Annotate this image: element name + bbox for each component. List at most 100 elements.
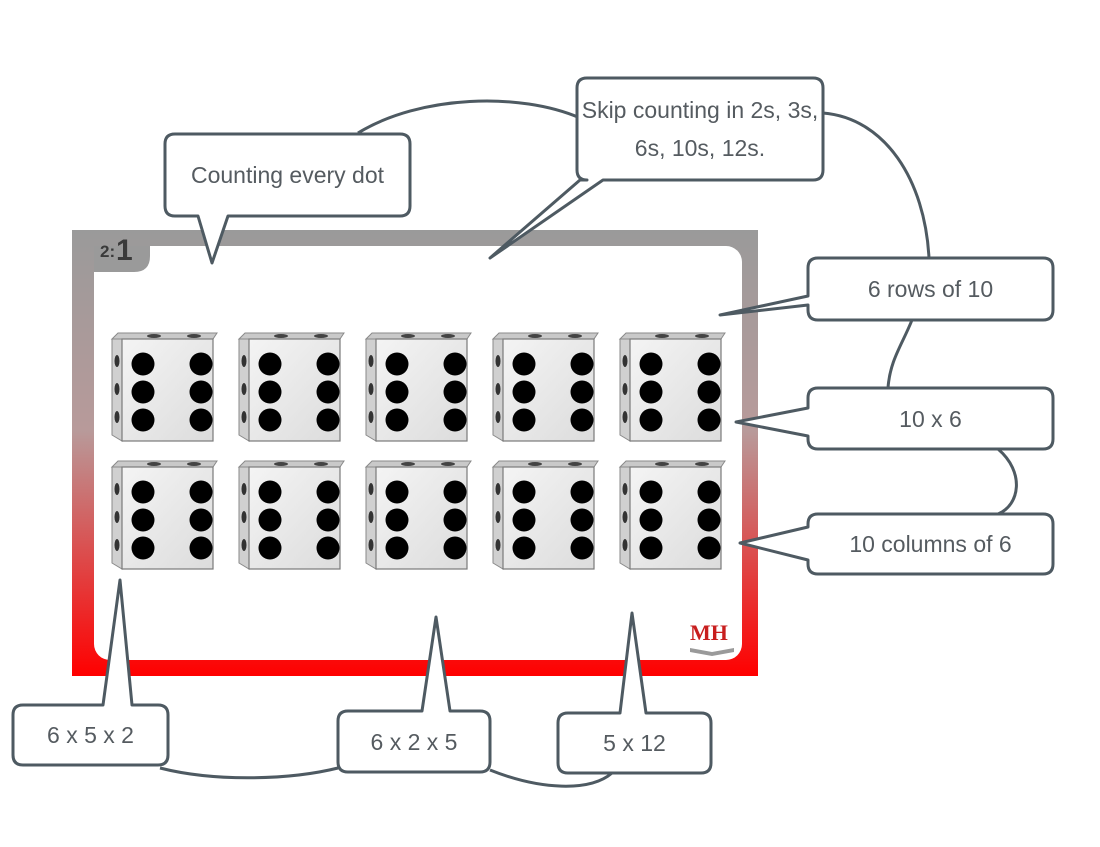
die-pip (570, 536, 594, 560)
connector-lines (159, 99, 1018, 788)
die-pip (189, 408, 213, 432)
die-pip (639, 352, 663, 376)
die-top-bevel (491, 332, 599, 340)
die-top-bevel (237, 332, 345, 340)
dice-board (72, 230, 758, 676)
die-pip (258, 408, 282, 432)
die-top-bevel (110, 332, 218, 340)
die-pip (639, 380, 663, 404)
die-top-pip (401, 334, 415, 338)
die-top-pip (147, 462, 161, 466)
die-side-pip (114, 539, 120, 551)
die-pip (385, 536, 409, 560)
die-pip (443, 380, 467, 404)
ratio-badge-right: 1 (116, 234, 133, 267)
connector-mid-to-right (489, 768, 613, 788)
die-top-pip (695, 462, 709, 466)
die-pip (697, 480, 721, 504)
die-pip (697, 380, 721, 404)
die-pip (189, 508, 213, 532)
die-pip (697, 408, 721, 432)
die-pip (570, 380, 594, 404)
die-side-pip (368, 383, 374, 395)
die (491, 332, 599, 442)
die-pip (131, 380, 155, 404)
die-pip (189, 380, 213, 404)
die-side-pip (495, 355, 501, 367)
die-pip (639, 480, 663, 504)
die-top-bevel (618, 460, 726, 468)
die-top-pip (147, 334, 161, 338)
die-pip (385, 408, 409, 432)
die-pip (131, 480, 155, 504)
connector-mult-to-columns (997, 447, 1018, 516)
die-pip (316, 408, 340, 432)
die-pip (570, 352, 594, 376)
die-side-pip (495, 383, 501, 395)
die-pip (189, 536, 213, 560)
callout-left-bottom-shape (11, 578, 170, 767)
die (110, 332, 218, 442)
logo-text: MH (690, 620, 728, 645)
connector-left-to-mid (159, 766, 339, 780)
die-top-pip (314, 334, 328, 338)
die-pip (385, 508, 409, 532)
die (618, 460, 726, 570)
die-pip (385, 480, 409, 504)
die-pip (189, 352, 213, 376)
die-pip (258, 352, 282, 376)
die (491, 460, 599, 570)
die-side-pip (495, 411, 501, 423)
die-pip (512, 508, 536, 532)
die-pip (258, 480, 282, 504)
callout-mid-bottom-shape (336, 615, 492, 774)
die-top-pip (528, 334, 542, 338)
die-side-pip (241, 539, 247, 551)
die-side-pip (622, 539, 628, 551)
die-pip (512, 536, 536, 560)
die (364, 332, 472, 442)
callout-shapes (11, 76, 1055, 775)
die-pip (316, 352, 340, 376)
die-top-pip (401, 462, 415, 466)
die-side-pip (622, 383, 628, 395)
die-pip (131, 352, 155, 376)
die-side-pip (241, 383, 247, 395)
die (364, 460, 472, 570)
callout-skip-shape (488, 76, 825, 260)
die-top-pip (655, 462, 669, 466)
die-side-pip (622, 411, 628, 423)
logo-wing-icon (690, 648, 734, 656)
die-pip (385, 380, 409, 404)
die-top-pip (274, 462, 288, 466)
connector-counting-to-skip (357, 99, 581, 135)
die-pip (639, 508, 663, 532)
die-side-pip (495, 483, 501, 495)
die-top-pip (187, 334, 201, 338)
die-side-pip (622, 355, 628, 367)
die (110, 460, 218, 570)
die-side-pip (368, 411, 374, 423)
die-side-pip (368, 355, 374, 367)
die-pip (512, 352, 536, 376)
mh-logo: MH (690, 620, 734, 656)
die-pip (131, 408, 155, 432)
die-pip (512, 408, 536, 432)
callout-mult-shape (734, 386, 1055, 451)
callout-right-bottom-shape (556, 611, 713, 775)
connector-skip-to-rows (822, 111, 931, 259)
die-side-pip (114, 383, 120, 395)
callout-rows-shape (718, 256, 1055, 322)
die-side-pip (368, 539, 374, 551)
die-top-pip (695, 334, 709, 338)
die-side-pip (241, 511, 247, 523)
die-pip (316, 380, 340, 404)
die-side-pip (622, 483, 628, 495)
die-pip (316, 508, 340, 532)
die-top-bevel (110, 460, 218, 468)
die-pip (443, 536, 467, 560)
die-top-pip (441, 462, 455, 466)
die-side-pip (368, 511, 374, 523)
die-side-pip (241, 411, 247, 423)
die-side-pip (114, 483, 120, 495)
